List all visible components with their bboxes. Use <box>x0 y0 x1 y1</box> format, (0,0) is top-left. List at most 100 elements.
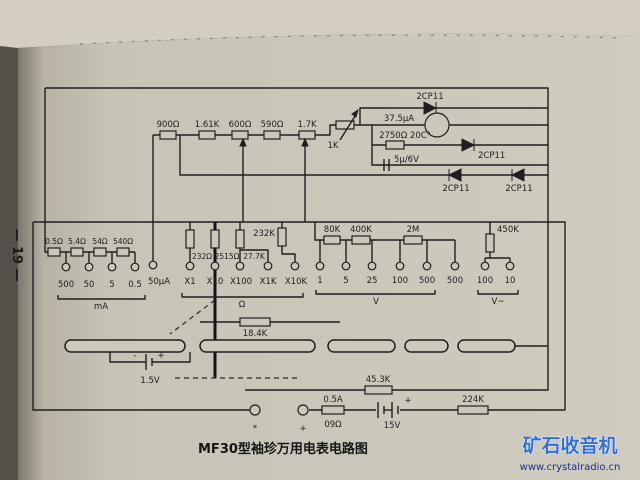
switch-bar <box>199 339 316 353</box>
bracket-acv <box>477 290 519 295</box>
switch-bar <box>457 339 516 353</box>
terminal-v-5 <box>341 261 351 271</box>
wire <box>152 352 191 363</box>
switch-bar <box>404 339 449 353</box>
range-label: 100 <box>392 276 408 286</box>
range-label: 10 <box>505 276 516 286</box>
terminal-v-100 <box>395 261 405 271</box>
range-label: 5 <box>109 280 114 290</box>
wire <box>179 135 548 176</box>
meter-resistance-label: 2750Ω 20C° <box>379 131 431 141</box>
terminal-v-500 <box>422 261 432 271</box>
large-battery-label: 15V <box>384 421 401 431</box>
range-label: 100 <box>477 276 493 286</box>
diode-label: 2CP11 <box>442 184 469 194</box>
diode-icon <box>423 101 438 115</box>
terminal-acv-10 <box>505 261 515 271</box>
terminal-ma-5 <box>107 262 117 272</box>
wire <box>359 107 548 125</box>
resistor <box>198 130 216 140</box>
resistor <box>485 233 495 253</box>
meter-current-label: 37.5μA <box>384 114 414 124</box>
terminal-positive <box>297 404 309 416</box>
facing-pages <box>0 0 640 48</box>
bracket-ma <box>57 295 146 300</box>
capacitor-label: 5μ/6V <box>394 155 419 165</box>
wire <box>109 352 146 363</box>
wire <box>32 222 250 411</box>
range-label: X10K <box>285 277 308 287</box>
shunt-label: 54Ω <box>92 237 108 246</box>
dcv-resistor-label: 80K <box>324 225 341 235</box>
acv-unit-label: V~ <box>492 297 505 307</box>
resistor <box>323 235 341 245</box>
resistor-label: 45.3K <box>366 375 391 385</box>
terminal-v-1 <box>315 261 325 271</box>
resistor <box>93 247 107 257</box>
ohm-unit-label: Ω <box>239 300 246 310</box>
range-label: 0.5 <box>128 280 142 290</box>
resistor-label: 900Ω <box>157 120 180 130</box>
potentiometer-arrow <box>339 112 358 141</box>
battery-icon <box>377 402 399 418</box>
resistor <box>263 130 281 140</box>
resistor <box>298 130 316 140</box>
capacitor-icon <box>383 159 390 171</box>
resistor <box>235 229 245 249</box>
terminal-x10k <box>290 261 300 271</box>
dcv-resistor-label: 2M <box>407 225 420 235</box>
page-number: — 19 — <box>9 228 24 281</box>
resistor-label: 224K <box>462 395 484 405</box>
diode-icon <box>447 168 462 182</box>
top-diode-label: 2CP11 <box>416 92 443 102</box>
diode-icon <box>510 168 525 182</box>
resistor-label: 590Ω <box>261 120 284 130</box>
resistor <box>403 235 423 245</box>
dcv-unit-label: V <box>373 297 379 307</box>
resistor <box>351 235 371 245</box>
watermark-logo-text: 矿石收音机 <box>522 434 617 457</box>
resistor-label: 1.7K <box>297 120 317 130</box>
resistor <box>185 229 195 249</box>
wire <box>45 87 549 391</box>
range-label: X100 <box>230 277 252 287</box>
acv-resistor-label: 450K <box>497 225 519 235</box>
range-label: X1 <box>184 277 195 287</box>
range-label: 500 <box>419 276 435 286</box>
ohm-resistor-label: 27.7K <box>243 252 266 261</box>
terminal-label: * <box>253 424 257 434</box>
bracket-dcv <box>315 290 436 295</box>
arrow-head-icon <box>351 108 359 118</box>
resistor <box>364 385 393 395</box>
terminal-v-25 <box>367 261 377 271</box>
range-terminals <box>61 260 515 416</box>
switch-link <box>169 299 216 335</box>
ohm-series-resistor-label: 232K <box>253 229 275 239</box>
wire <box>240 249 269 262</box>
potentiometer <box>335 120 355 130</box>
meter-diode-label: 2CP11 <box>478 151 505 161</box>
resistor-label: 600Ω <box>229 120 252 130</box>
ohm-resistor-label: 232Ω <box>192 252 212 261</box>
resistors <box>47 120 495 415</box>
fuse-resistance-label: 09Ω <box>324 420 342 430</box>
diode-icon <box>461 138 476 152</box>
arrow-head-icon <box>239 137 247 147</box>
terminal-x100 <box>235 261 245 271</box>
dcv-resistor-label: 400K <box>350 225 372 235</box>
range-label: X1K <box>260 277 277 287</box>
resistor <box>47 247 61 257</box>
ma-unit-label: mA <box>94 302 108 312</box>
switch-bar <box>64 339 186 353</box>
battery-icon <box>145 354 153 370</box>
resistor <box>159 130 177 140</box>
ua-range-label: 50μA <box>148 277 170 287</box>
battery-negative-label: - <box>133 351 136 361</box>
switch-resistor-label: 18.4K <box>243 329 268 339</box>
terminal-x10 <box>210 261 220 271</box>
range-label: 50 <box>84 280 95 290</box>
wire <box>371 125 548 166</box>
resistor-label: 1.61K <box>195 120 220 130</box>
fuse-rating-label: 0.5A <box>323 395 343 405</box>
